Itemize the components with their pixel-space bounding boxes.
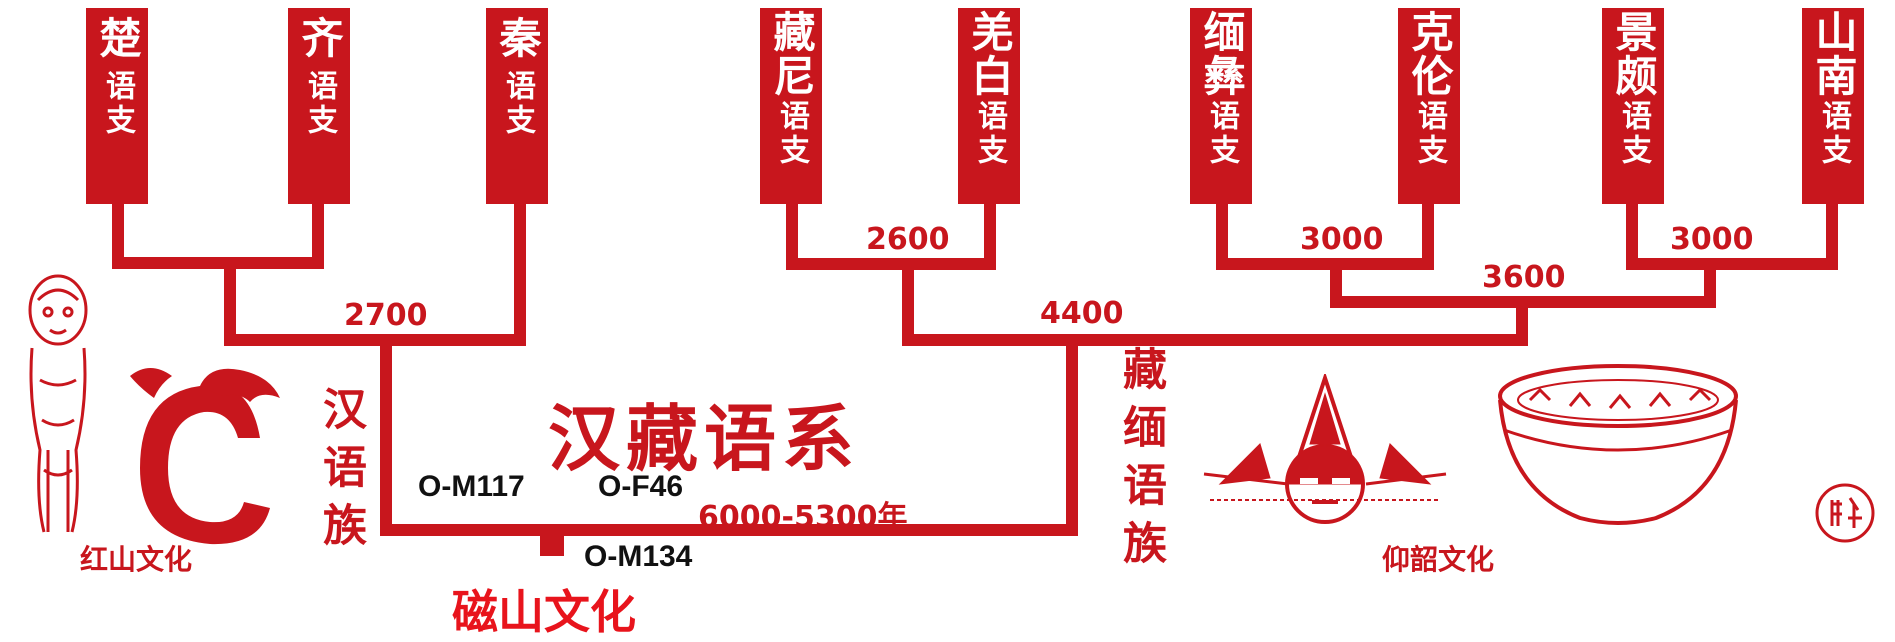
branch-jingpo-name: 景颇 xyxy=(1609,10,1658,98)
branch-qiangbai: 羌白 语支 xyxy=(958,8,1020,204)
jade-dragon-image xyxy=(130,368,280,545)
hongshan-figurine-image xyxy=(28,274,88,533)
branch-chu: 楚 语支 xyxy=(86,8,148,204)
culture-yangshao: 仰韶文化 xyxy=(1382,543,1495,576)
branch-qiangbai-suffix: 语支 xyxy=(972,100,1007,168)
mask-artifact-image xyxy=(1203,374,1447,524)
culture-hongshan: 红山文化 xyxy=(80,543,193,576)
branch-qin-suffix: 语支 xyxy=(500,70,535,138)
era-label: 6000-5300年 xyxy=(698,500,908,535)
haplogroup-o-f46: O-F46 xyxy=(598,470,684,503)
node-label-chu-qi-qin: 2700 xyxy=(344,298,428,333)
node-label-burmese-group: 3600 xyxy=(1482,260,1566,295)
branch-jingpo: 景颇 语支 xyxy=(1602,8,1664,204)
branch-kelun-name: 克伦 xyxy=(1405,10,1454,98)
branch-shannan-name: 山南 xyxy=(1809,10,1858,98)
branch-zangni-suffix: 语支 xyxy=(774,100,809,168)
node-label-tibeto-burman: 4400 xyxy=(1040,296,1124,331)
sinitic-label: 汉语族 xyxy=(315,386,366,560)
branch-chu-name: 楚 xyxy=(93,16,142,60)
branch-qin: 秦 语支 xyxy=(486,8,548,204)
branch-kelun-suffix: 语支 xyxy=(1412,100,1447,168)
haplogroup-o-m134: O-M134 xyxy=(584,540,693,573)
branch-qi: 齐 语支 xyxy=(288,8,350,204)
branch-qi-name: 齐 xyxy=(295,16,344,60)
branch-qiangbai-name: 羌白 xyxy=(965,10,1014,98)
main-title: 汉藏语系 xyxy=(548,396,861,481)
branch-shannan: 山南 语支 xyxy=(1802,8,1864,204)
culture-cishan: 磁山文化 xyxy=(452,585,636,639)
painted-pottery-bowl-image xyxy=(1498,364,1738,525)
node-label-jingpo-shannan: 3000 xyxy=(1670,222,1754,257)
branch-shannan-suffix: 语支 xyxy=(1816,100,1851,168)
branch-zangni-name: 藏尼 xyxy=(767,10,816,98)
edge-tibeto-burman-join xyxy=(902,258,1528,346)
branch-qi-suffix: 语支 xyxy=(302,70,337,138)
haplogroup-o-m117: O-M117 xyxy=(418,470,525,503)
branch-chu-suffix: 语支 xyxy=(100,70,135,138)
branch-kelun: 克伦 语支 xyxy=(1398,8,1460,204)
edge-sinitic-trunk xyxy=(380,334,1078,536)
branch-jingpo-suffix: 语支 xyxy=(1616,100,1651,168)
seal-stamp-image xyxy=(1815,483,1875,543)
node-label-mianyi-kelun: 3000 xyxy=(1300,222,1384,257)
branch-mianyi: 缅彝 语支 xyxy=(1190,8,1252,204)
edge-chu-qi xyxy=(112,194,324,269)
edge-zangni-qiangbai xyxy=(786,194,996,270)
node-label-zangni-qiangbai: 2600 xyxy=(866,222,950,257)
edge-jingpo-shannan xyxy=(1626,194,1838,270)
edge-chuqi-qin xyxy=(224,194,526,346)
branch-qin-name: 秦 xyxy=(493,16,542,60)
branch-zangni: 藏尼 语支 xyxy=(760,8,822,204)
branch-mianyi-suffix: 语支 xyxy=(1204,100,1239,168)
tibeto-burman-label: 藏缅语族 xyxy=(1115,346,1166,578)
branch-mianyi-name: 缅彝 xyxy=(1197,10,1246,98)
edge-mianyi-kelun xyxy=(1216,194,1434,270)
root-marker xyxy=(540,530,564,556)
